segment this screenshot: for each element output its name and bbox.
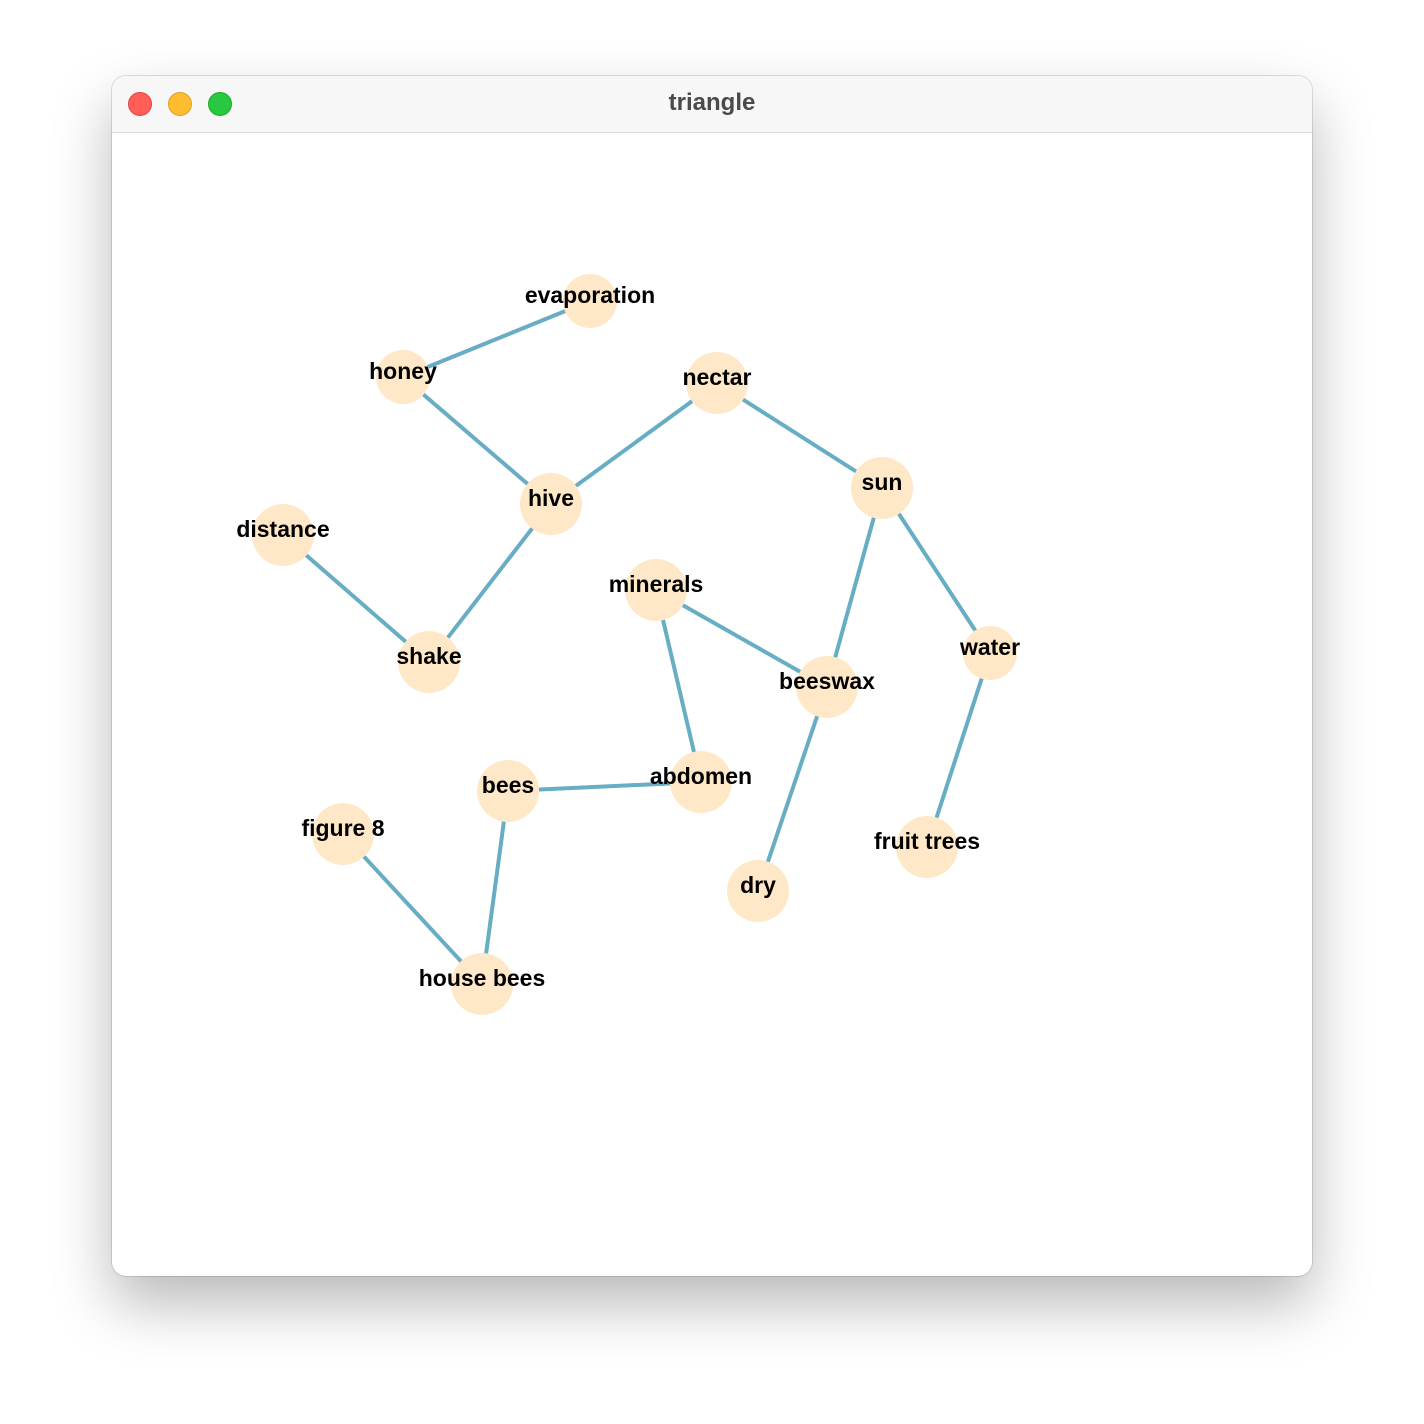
edge-nectar-sun [715,381,884,490]
edge-honey-hive [401,375,553,506]
node-circle-evaporation[interactable] [563,274,617,328]
node-label-sun: sun [862,469,903,495]
window-title: triangle [668,89,756,116]
edge-figure8-housebees [341,832,484,986]
edge-minerals-abdomen [654,589,703,783]
node-beeswax[interactable]: beeswax [779,656,875,718]
node-label-dry: dry [740,872,776,898]
node-circle-distance[interactable] [252,504,314,566]
maximize-button[interactable] [208,92,232,116]
node-label-abdomen: abdomen [650,763,752,789]
edge-beeswax-dry [756,686,829,892]
node-label-bees: bees [482,772,534,798]
edge-bees-abdomen [507,780,702,793]
edge-hive-shake [427,502,553,664]
node-circle-shake[interactable] [398,631,460,693]
node-circle-fruittrees[interactable] [896,816,958,878]
node-distance[interactable]: distance [236,504,330,566]
node-label-figure8: figure 8 [301,815,384,841]
node-sun[interactable]: sun [851,457,913,519]
node-figure8[interactable]: figure 8 [301,803,385,865]
node-minerals[interactable]: minerals [609,559,704,621]
graph-svg: evaporation honey nectar hive sun distance min… [236,274,1020,1015]
node-nectar[interactable]: nectar [682,352,752,414]
node-dry[interactable]: dry [727,860,789,922]
node-bees[interactable]: bees [477,760,539,822]
edges-layer [281,299,992,986]
graph-canvas: evaporation honey nectar hive sun distance min… [112,133,1312,1276]
edge-hive-nectar [549,381,719,506]
node-label-beeswax: beeswax [779,668,875,694]
node-label-minerals: minerals [609,571,704,597]
node-label-nectar: nectar [682,364,751,390]
node-circle-beeswax[interactable] [796,656,858,718]
minimize-button[interactable] [168,92,192,116]
node-circle-sun[interactable] [851,457,913,519]
node-circle-nectar[interactable] [686,352,748,414]
edge-honey-evaporation [402,299,591,379]
node-label-distance: distance [236,516,329,542]
node-circle-housebees[interactable] [451,953,513,1015]
close-button[interactable] [128,92,152,116]
node-label-hive: hive [528,485,574,511]
node-label-water: water [959,634,1020,660]
node-water[interactable]: water [959,626,1020,680]
node-circle-figure8[interactable] [312,803,374,865]
node-circle-dry[interactable] [727,860,789,922]
node-shake[interactable]: shake [396,631,462,693]
app-window: triangle evaporation honey nectar hive sun di… [112,76,1312,1276]
node-housebees[interactable]: house bees [419,953,546,1015]
node-circle-abdomen[interactable] [670,751,732,813]
node-evaporation[interactable]: evaporation [525,274,655,328]
edge-water-fruittrees [925,652,992,848]
node-circle-hive[interactable] [520,473,582,535]
node-label-shake: shake [396,643,461,669]
edge-bees-housebees [480,790,510,985]
node-label-housebees: house bees [419,965,546,991]
node-fruittrees[interactable]: fruit trees [874,816,980,878]
node-circle-minerals[interactable] [625,559,687,621]
node-hive[interactable]: hive [520,473,582,535]
node-circle-bees[interactable] [477,760,539,822]
nodes-layer: evaporation honey nectar hive sun distance min… [236,274,1020,1015]
edge-sun-water [880,486,992,655]
node-abdomen[interactable]: abdomen [650,751,752,813]
node-honey[interactable]: honey [369,350,437,404]
title-bar[interactable]: triangle [112,76,1312,133]
edge-distance-shake [281,533,431,664]
edge-sun-beeswax [825,487,884,688]
node-circle-honey[interactable] [376,350,430,404]
edge-minerals-beeswax [655,588,828,689]
node-label-evaporation: evaporation [525,282,655,308]
node-circle-water[interactable] [963,626,1017,680]
node-label-fruittrees: fruit trees [874,828,980,854]
node-label-honey: honey [369,358,437,384]
